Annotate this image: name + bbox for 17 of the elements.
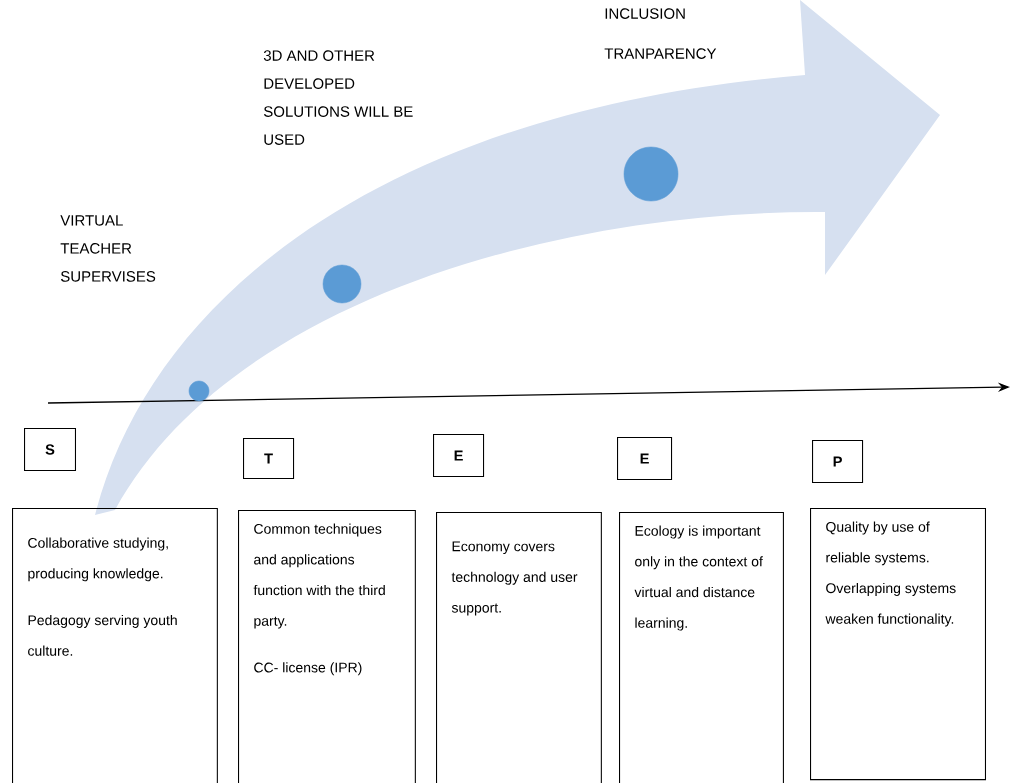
text-box: Common techniques and applications function with the third party. CC- license (IPR)	[238, 510, 416, 783]
circle-marker	[322, 264, 362, 304]
letter-box: T	[243, 438, 295, 480]
circle-caption: TRANPARENCY	[604, 48, 717, 59]
text-box: Economy covers technology and user support.	[436, 512, 602, 783]
text-box: Quality by use of reliable systems. Overlapping systems weaken functionality.	[810, 508, 986, 781]
caption-text: VIRTUAL TEACHER SUPERVISES	[60, 215, 156, 282]
letter-box: S	[24, 428, 76, 472]
circle-marker	[188, 380, 210, 402]
text-box: Ecology is important only in the context of virtual and distance learning.	[619, 512, 784, 783]
letter-box: E	[433, 434, 485, 478]
letter-box: E	[617, 437, 673, 481]
circle-caption: INCLUSION	[605, 8, 685, 19]
text-box: Collaborative studying, producing knowledge. Pedagogy serving youth culture.	[12, 508, 218, 783]
circle-marker	[623, 146, 679, 202]
letter-box: P	[812, 440, 864, 484]
caption-text: 3D AND OTHER DEVELOPED SOLUTIONS WILL BE USED	[263, 50, 413, 145]
